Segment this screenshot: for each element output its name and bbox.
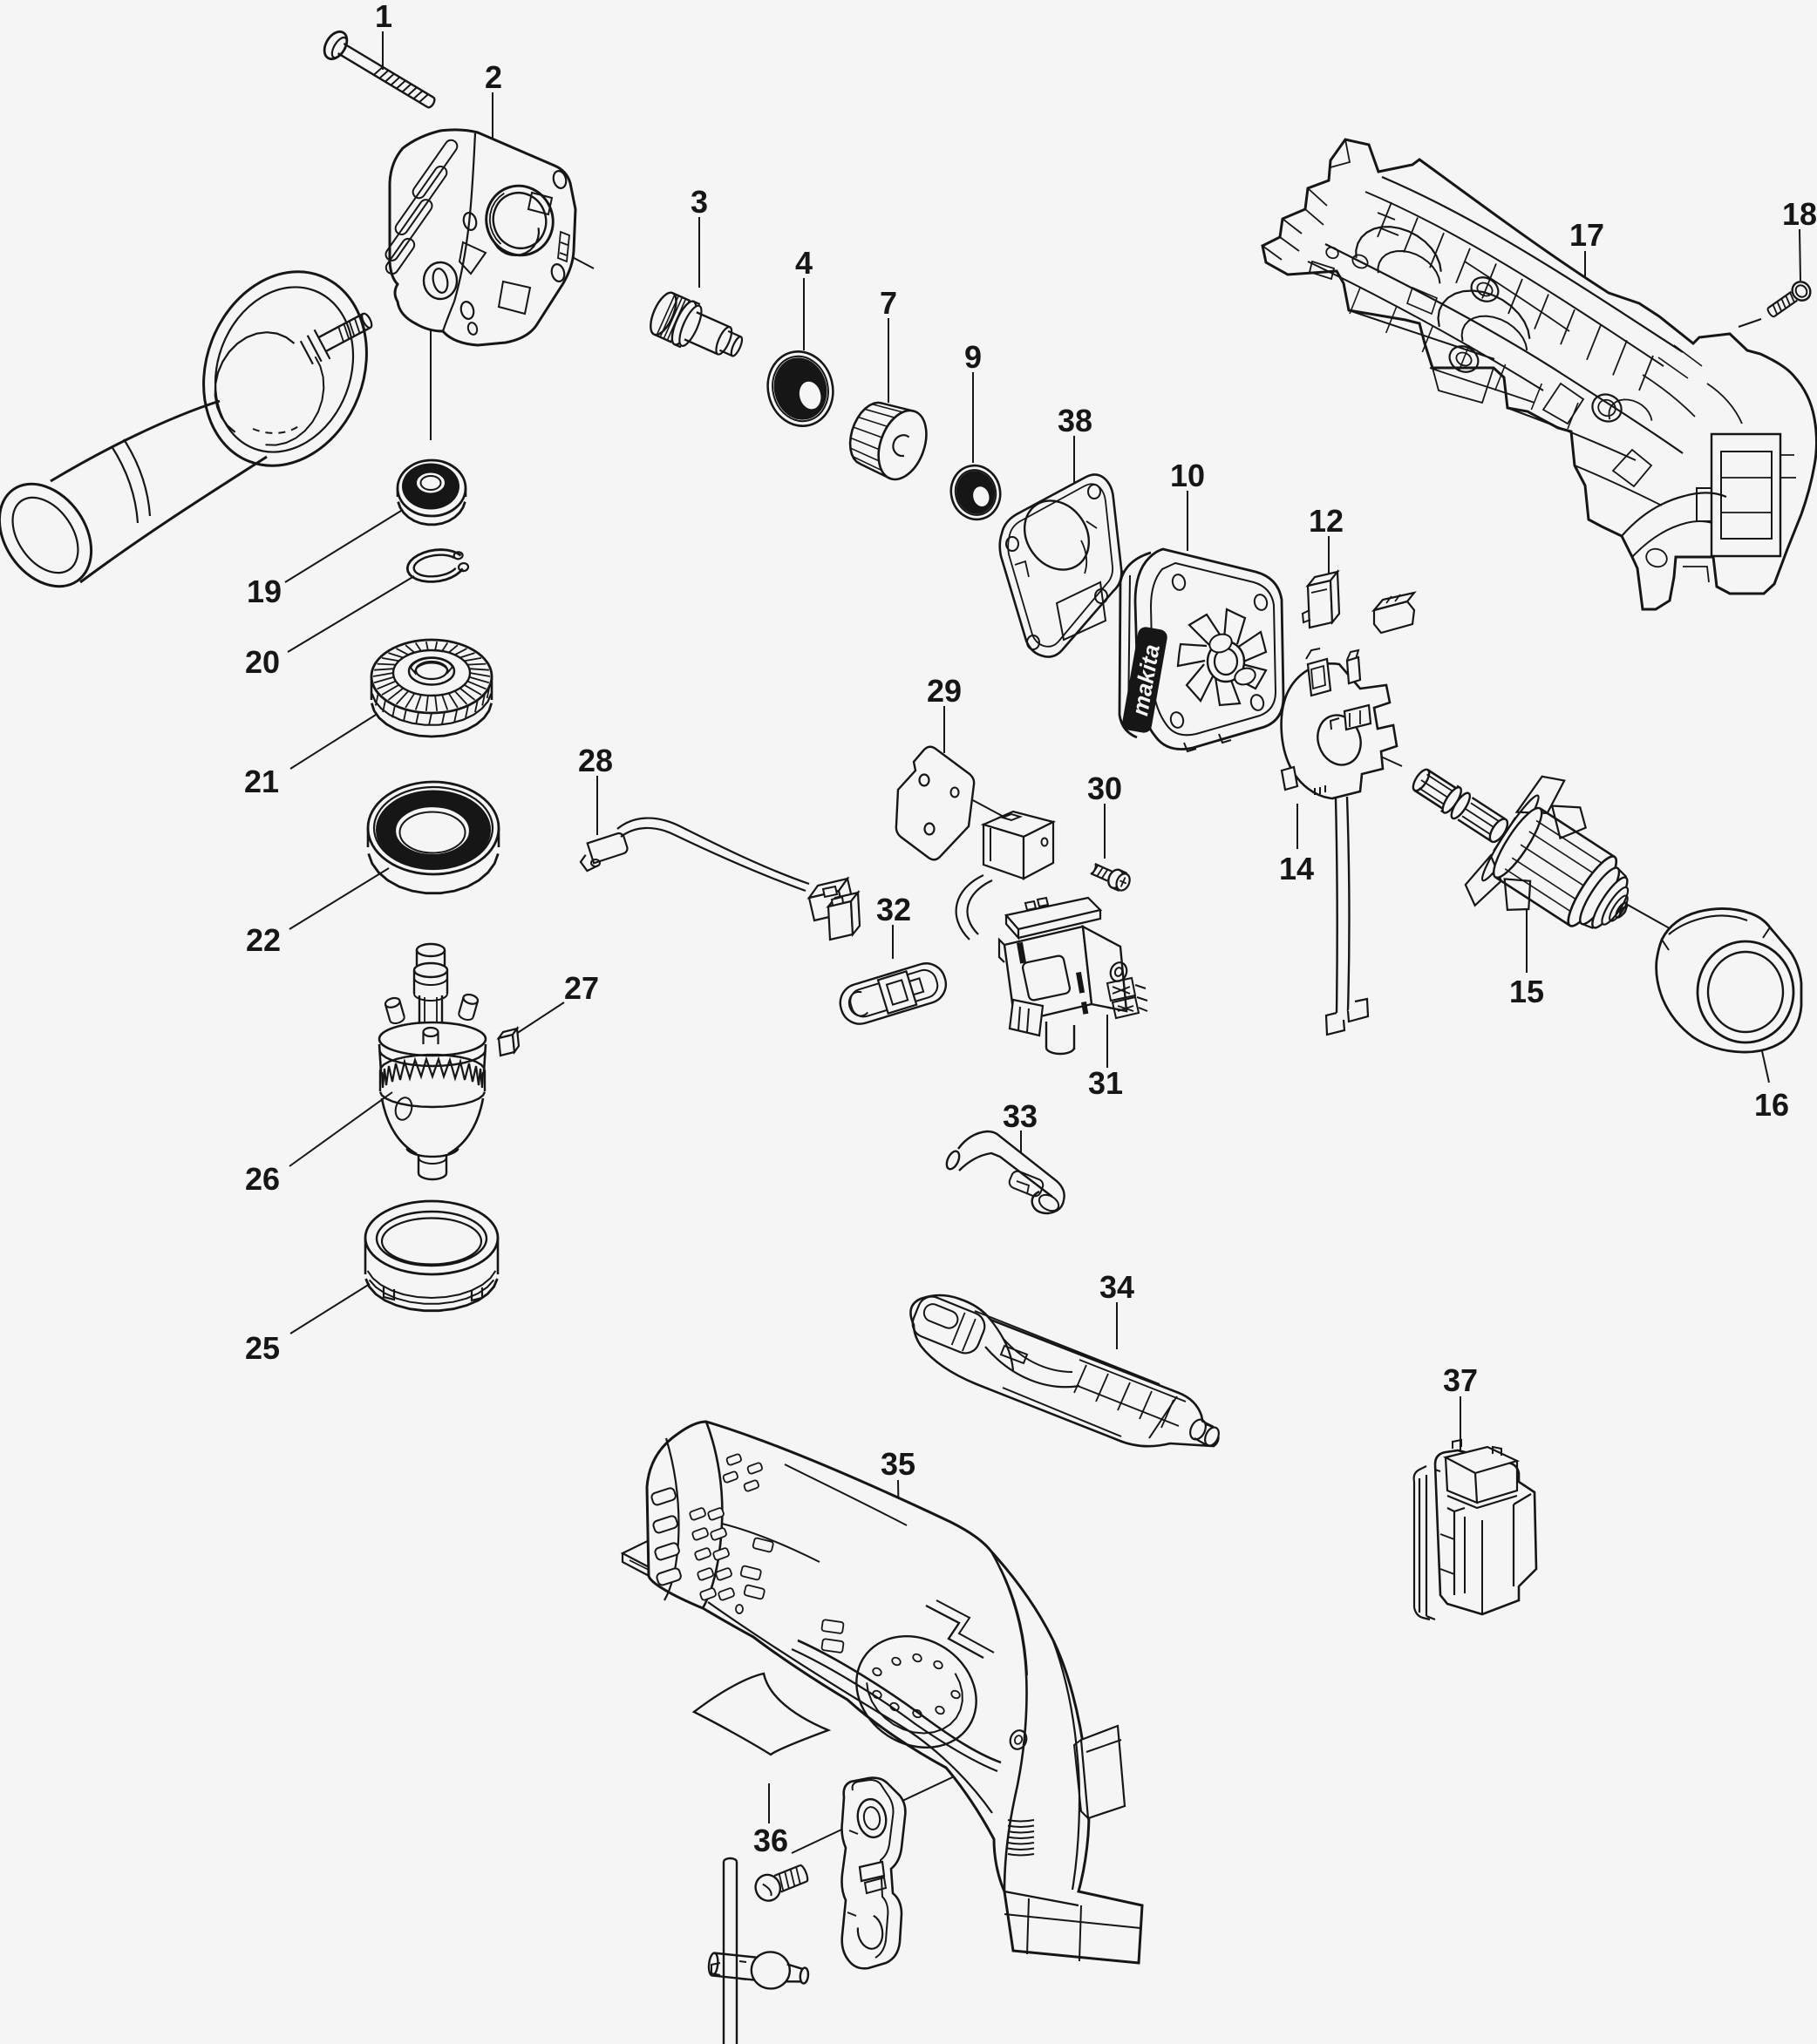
svg-text:29: 29 (927, 673, 962, 709)
svg-text:28: 28 (578, 743, 613, 778)
svg-text:35: 35 (881, 1446, 915, 1482)
svg-text:14: 14 (1279, 851, 1314, 886)
svg-text:30: 30 (1087, 771, 1122, 806)
svg-text:36: 36 (753, 1823, 788, 1858)
svg-text:26: 26 (245, 1161, 280, 1197)
svg-text:1: 1 (375, 0, 392, 34)
svg-text:20: 20 (245, 644, 280, 680)
svg-text:16: 16 (1754, 1087, 1789, 1123)
svg-text:32: 32 (876, 892, 911, 927)
svg-text:22: 22 (246, 922, 281, 958)
svg-text:15: 15 (1509, 974, 1544, 1009)
svg-text:2: 2 (485, 59, 502, 95)
svg-text:21: 21 (244, 764, 279, 799)
svg-text:38: 38 (1058, 403, 1092, 438)
svg-text:7: 7 (880, 285, 897, 321)
svg-text:19: 19 (247, 574, 282, 609)
svg-text:10: 10 (1170, 458, 1205, 493)
svg-text:18: 18 (1782, 196, 1817, 232)
svg-text:25: 25 (245, 1330, 280, 1366)
svg-text:3: 3 (691, 184, 708, 220)
svg-text:33: 33 (1003, 1098, 1038, 1134)
svg-text:9: 9 (964, 339, 982, 375)
svg-text:31: 31 (1088, 1065, 1123, 1101)
svg-text:17: 17 (1569, 217, 1604, 253)
svg-text:27: 27 (564, 970, 599, 1006)
svg-text:37: 37 (1443, 1362, 1478, 1398)
svg-text:34: 34 (1099, 1269, 1134, 1305)
svg-text:12: 12 (1309, 503, 1344, 539)
svg-text:4: 4 (795, 245, 813, 281)
